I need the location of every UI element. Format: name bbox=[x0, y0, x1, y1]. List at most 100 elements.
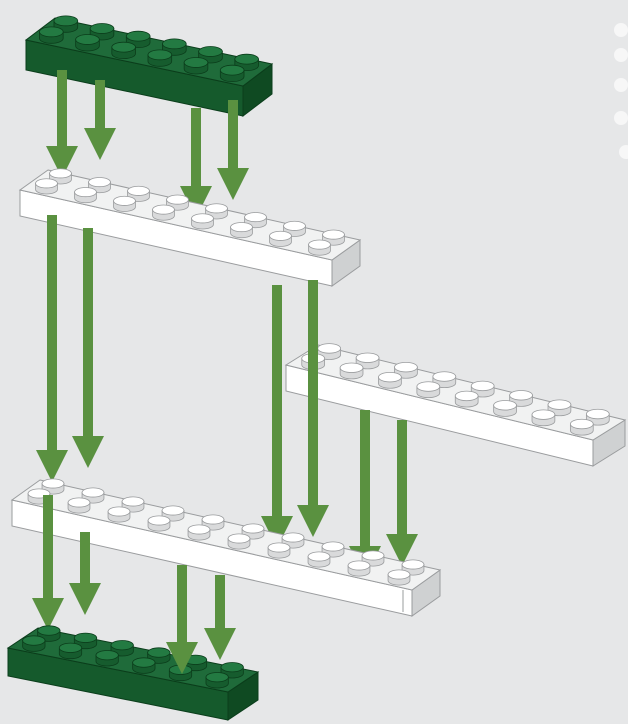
white-plate-lower-stud bbox=[281, 532, 305, 549]
arrow-shaft bbox=[360, 410, 370, 550]
white-plate-lower-stud-top bbox=[121, 496, 145, 507]
edge-dot bbox=[614, 48, 628, 62]
white-plate-upper-stud-top bbox=[244, 212, 267, 223]
white-plate-lower-stud bbox=[321, 541, 345, 558]
green-plate-bottom-stud-top bbox=[147, 647, 171, 658]
white-plate-right-stud bbox=[355, 352, 380, 370]
arrow-shaft bbox=[57, 70, 67, 150]
white-plate-upper-stud-top bbox=[88, 177, 111, 188]
white-plate-lower-stud-top bbox=[187, 524, 211, 535]
white-plate-right bbox=[284, 343, 627, 467]
green-plate-top-stud bbox=[219, 64, 245, 83]
white-plate-lower-stud-top bbox=[361, 550, 385, 561]
arrow bbox=[84, 80, 116, 160]
arrow-head bbox=[36, 450, 68, 482]
green-plate-top-stud-top bbox=[183, 57, 209, 68]
green-plate-bottom-stud bbox=[220, 662, 244, 679]
green-plate-bottom-stud-top bbox=[58, 642, 83, 653]
arrow bbox=[32, 495, 64, 630]
green-plate-bottom-stud-top bbox=[95, 650, 119, 661]
white-plate-right-stud-top bbox=[416, 381, 441, 392]
white-plate-lower-stud bbox=[347, 560, 371, 577]
white-plate-upper-stud-top bbox=[113, 195, 136, 206]
white-plate-right-stud bbox=[416, 381, 441, 398]
green-plate-top-stud-top bbox=[39, 26, 64, 38]
white-plate-lower-stud bbox=[307, 551, 331, 568]
arrow-shaft bbox=[47, 215, 57, 454]
white-plate-lower-stud bbox=[121, 496, 145, 513]
arrow-shaft bbox=[177, 565, 187, 646]
white-plate-right-stud bbox=[454, 390, 479, 408]
white-plate-lower-stud-top bbox=[107, 506, 131, 517]
white-plate-lower-stud-top bbox=[41, 478, 65, 489]
arrow-shaft bbox=[95, 80, 105, 132]
arrow-head bbox=[217, 168, 249, 200]
arrow-shaft bbox=[228, 100, 238, 172]
white-plate-upper-stud-top bbox=[35, 178, 58, 189]
arrow bbox=[204, 575, 236, 660]
green-plate-bottom-stud bbox=[183, 654, 208, 672]
white-plate-lower-stud-top bbox=[81, 487, 105, 498]
green-plate-top-stud-top bbox=[162, 38, 187, 50]
white-plate-upper-stud-top bbox=[205, 203, 228, 214]
white-plate-lower-stud-top bbox=[267, 542, 291, 553]
green-plate-top-stud bbox=[183, 57, 209, 75]
green-plate-top-stud-top bbox=[75, 34, 100, 45]
arrow-head bbox=[204, 628, 236, 660]
arrow-head bbox=[180, 186, 212, 218]
white-plate-right-stud-top bbox=[509, 390, 533, 401]
white-plate-right-stud-top bbox=[454, 390, 479, 402]
white-plate-upper-stud-top bbox=[127, 185, 150, 196]
white-plate-right-stud-top bbox=[339, 362, 364, 373]
green-plate-top-stud-top bbox=[219, 64, 245, 76]
green-plate-top-stud-top bbox=[125, 30, 151, 42]
white-plate-lower-stud bbox=[227, 533, 251, 550]
white-plate-right-stud-top bbox=[547, 399, 572, 410]
white-plate-right-stud-top bbox=[569, 418, 594, 430]
white-plate-right-stud bbox=[339, 362, 364, 380]
white-plate-lower-stud-top bbox=[227, 533, 251, 544]
white-plate-lower-stud bbox=[387, 569, 411, 586]
green-plate-bottom-stud-top bbox=[73, 632, 98, 643]
edge-dot bbox=[614, 23, 628, 37]
green-plate-top-stud-top bbox=[198, 46, 223, 57]
white-plate-right-stud bbox=[509, 390, 533, 407]
white-plate-right-stud bbox=[531, 409, 556, 427]
arrow bbox=[297, 280, 329, 537]
arrow-shaft bbox=[83, 228, 93, 440]
white-plate-right-stud-top bbox=[432, 371, 457, 382]
white-plate-right-stud-top bbox=[493, 400, 517, 411]
green-plate-top-stud bbox=[125, 30, 151, 49]
green-plate-bottom-stud bbox=[22, 635, 46, 652]
white-plate-lower-stud bbox=[267, 542, 291, 559]
arrow bbox=[46, 70, 78, 178]
arrow-shaft bbox=[215, 575, 225, 632]
arrow-head bbox=[261, 516, 293, 548]
white-plate-right-stud-top bbox=[355, 352, 380, 363]
edge-dot bbox=[614, 78, 628, 92]
white-plate-lower-stud bbox=[147, 515, 171, 532]
arrow-shaft bbox=[43, 495, 53, 602]
green-plate-top-stud-top bbox=[89, 23, 115, 34]
arrow-head bbox=[72, 436, 104, 468]
white-plate-upper bbox=[18, 168, 362, 287]
green-plate-bottom-stud-top bbox=[37, 625, 61, 636]
white-plate-upper-stud bbox=[308, 239, 331, 256]
white-plate-upper-stud bbox=[152, 204, 175, 221]
white-plate-lower-stud bbox=[107, 506, 131, 523]
green-plate-bottom-stud-top bbox=[220, 662, 244, 673]
white-plate-upper-stud-top bbox=[74, 187, 97, 198]
arrow-shaft bbox=[80, 532, 90, 587]
white-plate-lower-stud-top bbox=[281, 532, 305, 543]
arrow bbox=[386, 420, 418, 566]
white-plate-upper-stud bbox=[269, 230, 292, 247]
green-plate-top-stud-top bbox=[53, 15, 79, 27]
arrow-shaft bbox=[397, 420, 407, 538]
arrow-group-into-green bbox=[166, 565, 236, 674]
arrow-group-bottom bbox=[32, 495, 101, 630]
green-plate-bottom-stud bbox=[205, 672, 229, 689]
white-plate-right-stud-top bbox=[531, 409, 556, 420]
arrow-head bbox=[297, 505, 329, 537]
